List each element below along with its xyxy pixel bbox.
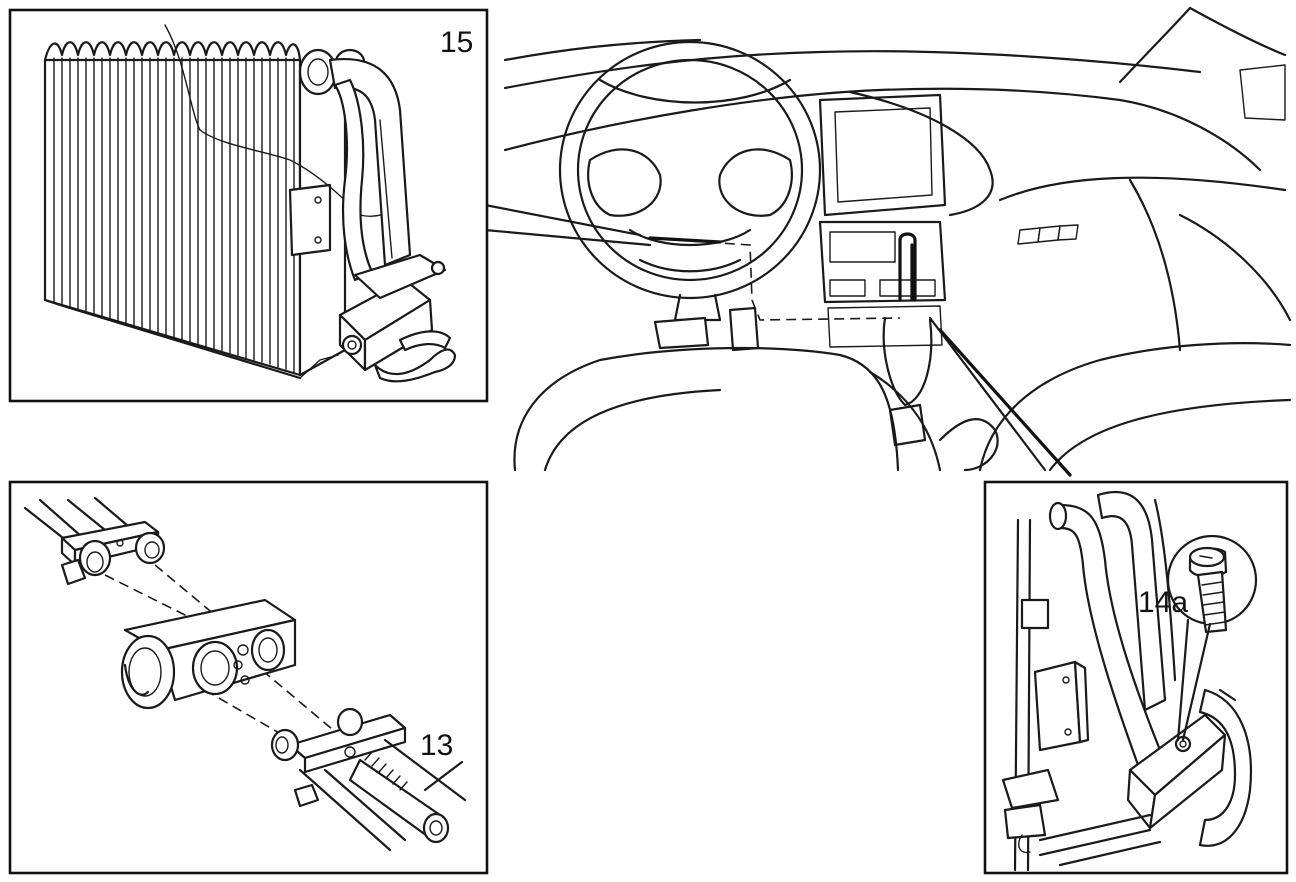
- label-valve-bolt: 14a: [1138, 586, 1188, 619]
- expansion-valve-detail-panel: 13: [8, 480, 489, 875]
- evaporator-detail-panel: 15: [8, 8, 489, 403]
- label-expansion-valve-pipe: 13: [420, 729, 453, 762]
- valve-bolt-detail-panel: 14a: [983, 480, 1289, 875]
- label-evaporator: 15: [440, 26, 473, 59]
- dashboard-view: [483, 6, 1292, 477]
